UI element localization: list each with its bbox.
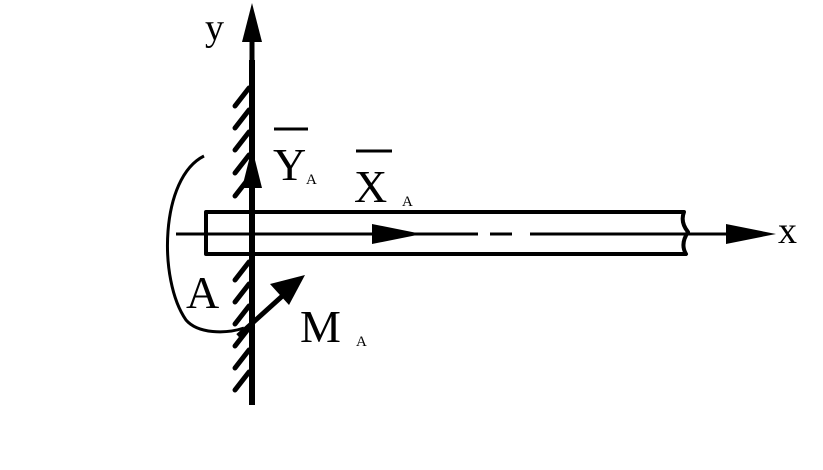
force-ya-label: Y <box>273 139 306 190</box>
force-ya-arrow <box>242 148 262 188</box>
x-axis <box>176 224 776 244</box>
y-axis <box>242 3 262 60</box>
moment-ma-arrow <box>236 275 305 338</box>
x-axis-arrowhead <box>726 224 776 244</box>
moment-curve <box>166 154 245 334</box>
moment-ma-subscript: A <box>356 334 367 350</box>
moment-ma-label: M <box>300 301 341 352</box>
wall-hatching <box>232 85 252 393</box>
force-xa-arrowhead <box>372 224 422 244</box>
point-a-label: A <box>186 267 219 318</box>
beam <box>204 210 690 256</box>
x-axis-label: x <box>778 210 797 252</box>
y-axis-label: y <box>205 7 224 49</box>
force-xa-subscript: A <box>402 194 413 210</box>
y-axis-arrowhead <box>242 3 262 42</box>
force-ya-subscript: A <box>306 172 317 188</box>
force-xa-label: X <box>354 161 387 212</box>
